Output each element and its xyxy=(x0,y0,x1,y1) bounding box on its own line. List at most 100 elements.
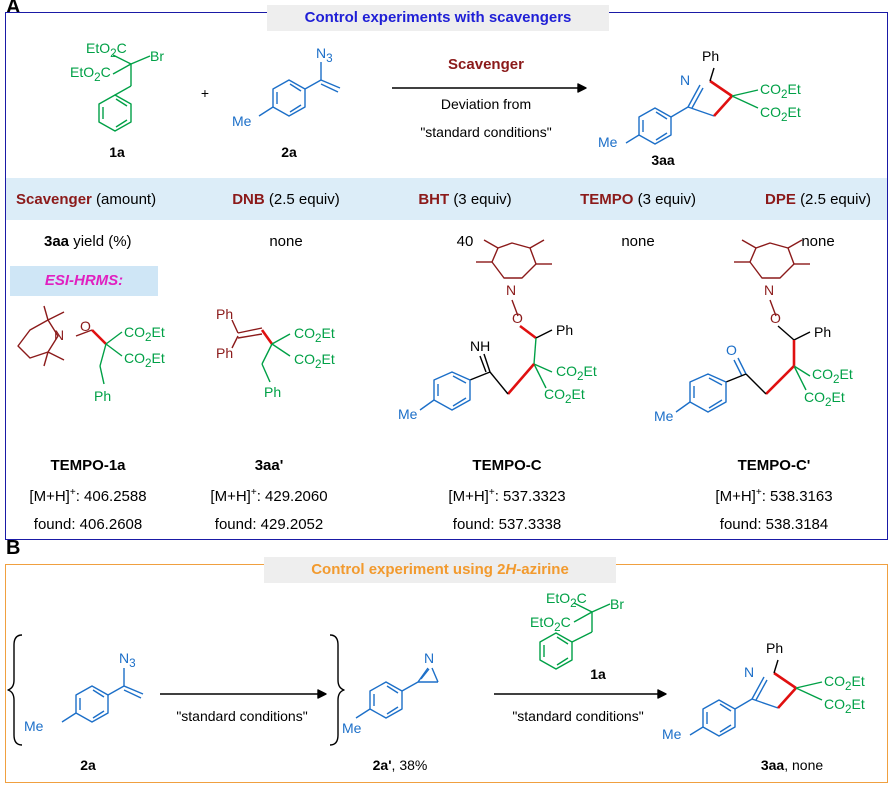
label-nh-tempo-c: NH xyxy=(470,338,491,354)
structure-tempo-c-prime xyxy=(675,239,811,413)
structure-3aa-b xyxy=(689,659,823,737)
label-n-3aa: N xyxy=(680,72,691,88)
label-n-3aa-b: N xyxy=(744,664,755,680)
compound-calc-3aa-prime: [M+H]+: 429.2060 xyxy=(210,487,328,505)
label-eto2c-2: EtO2C xyxy=(70,64,111,84)
label-ph-tempo-c-prime: Ph xyxy=(814,324,832,340)
label-co2et-tempo-1a-1: CO2Et xyxy=(124,324,165,344)
arrow-standard-label: "standard conditions" xyxy=(420,124,552,140)
label-co2et-tempo-1a-2: CO2Et xyxy=(124,350,165,370)
compound-name-tempo-c-prime: TEMPO-C' xyxy=(737,457,811,474)
structure-2a-prime xyxy=(355,667,439,719)
label-eto2c-b-1: EtO2C xyxy=(546,590,587,610)
label-o-tempo-1a: O xyxy=(80,318,91,334)
label-n3-2a: N3 xyxy=(316,45,333,65)
label-co2et-tempo-c-prime-2: CO2Et xyxy=(804,389,845,409)
compound-name-tempo-c: TEMPO-C xyxy=(472,457,542,474)
compound-found-tempo-c-prime: found: 538.3184 xyxy=(719,516,829,533)
structure-2a-b xyxy=(61,668,144,723)
label-o-tempo-c-prime: O xyxy=(770,310,781,326)
label-me-3aa: Me xyxy=(598,134,618,150)
structure-3aa-a xyxy=(625,67,759,145)
label-co2et-3aa-prime-1: CO2Et xyxy=(294,325,335,345)
label-co2et-3aa-2: CO2Et xyxy=(760,104,801,124)
label-br-1a: Br xyxy=(150,48,164,64)
table-header-bht: BHT (3 equiv) xyxy=(418,191,512,208)
label-3aa: 3aa xyxy=(651,152,675,168)
yield-dnb: none xyxy=(269,233,303,250)
compound-calc-tempo-1a: [M+H]+: 406.2588 xyxy=(29,487,147,505)
label-br-1a-b: Br xyxy=(610,596,624,612)
label-me-2a-prime: Me xyxy=(342,720,362,736)
label-2a-prime: 2a', 38% xyxy=(372,757,428,773)
label-1a: 1a xyxy=(109,144,125,160)
table-header-dpe: DPE (2.5 equiv) xyxy=(765,191,871,208)
label-n-azirine: N xyxy=(424,650,435,666)
compound-name-tempo-1a: TEMPO-1a xyxy=(50,457,126,474)
arrow2-label: "standard conditions" xyxy=(512,708,644,724)
label-2a-b: 2a xyxy=(80,757,96,773)
label-co2et-tempo-c-prime-1: CO2Et xyxy=(812,366,853,386)
label-n-tempo-1a: N xyxy=(54,327,65,343)
label-ph-3aa-prime-3: Ph xyxy=(264,384,282,400)
label-co2et-3aa-1: CO2Et xyxy=(760,81,801,101)
arrow-deviation-label: Deviation from xyxy=(440,96,532,112)
panel-a-title: Control experiments with scavengers xyxy=(267,5,609,31)
label-me-2a: Me xyxy=(232,113,252,129)
table-header-scavenger: Scavenger (amount) xyxy=(16,191,157,208)
label-2a: 2a xyxy=(281,144,297,160)
label-n-tempo-c: N xyxy=(506,282,517,298)
esi-hrms-label: ESI-HRMS: xyxy=(44,272,124,289)
structure-tempo-c xyxy=(419,239,553,411)
label-ph-tempo-c: Ph xyxy=(556,322,574,338)
label-me-2a-b: Me xyxy=(24,718,44,734)
compound-name-3aa-prime: 3aa' xyxy=(254,457,284,474)
table-row-label: 3aa yield (%) xyxy=(44,233,132,250)
label-ph-3aa: Ph xyxy=(702,48,720,64)
plus-sign: + xyxy=(200,85,210,101)
label-me-tempo-c: Me xyxy=(398,406,418,422)
arrow-scavenger-label: Scavenger xyxy=(448,56,524,73)
compound-found-tempo-c: found: 537.3338 xyxy=(452,516,562,533)
yield-bht: 40 xyxy=(456,233,474,250)
label-co2et-3aa-prime-2: CO2Et xyxy=(294,351,335,371)
structure-3aa-prime xyxy=(231,319,291,383)
panel-a-letter: A xyxy=(6,0,21,18)
yield-tempo: none xyxy=(621,233,655,250)
table-header-dnb: DNB (2.5 equiv) xyxy=(232,191,340,208)
label-eto2c-1: EtO2C xyxy=(86,40,127,60)
label-ph-tempo-1a: Ph xyxy=(94,388,112,404)
structure-2a xyxy=(258,62,341,117)
compound-found-3aa-prime: found: 429.2052 xyxy=(214,516,324,533)
label-me-tempo-c-prime: Me xyxy=(654,408,674,424)
panel-b-title: Control experiment using 2H-azirine xyxy=(264,557,616,583)
label-co2et-3aa-b-2: CO2Et xyxy=(824,696,865,716)
arrow1-label: "standard conditions" xyxy=(176,708,308,724)
label-o-tempo-c: O xyxy=(512,310,523,326)
label-o-ketone-tempo-c-prime: O xyxy=(726,342,737,358)
compound-calc-tempo-c-prime: [M+H]+: 538.3163 xyxy=(715,487,833,505)
panel-b-letter: B xyxy=(6,537,21,559)
label-n-tempo-c-prime: N xyxy=(764,282,775,298)
table-header-tempo: TEMPO (3 equiv) xyxy=(580,191,696,208)
compound-found-tempo-1a: found: 406.2608 xyxy=(33,516,143,533)
yield-dpe: none xyxy=(801,233,835,250)
label-ph-3aa-prime-1: Ph xyxy=(216,306,234,322)
esi-label-box xyxy=(10,266,158,296)
label-ph-3aa-b: Ph xyxy=(766,640,784,656)
label-n3-2a-b: N3 xyxy=(119,650,136,670)
compound-calc-tempo-c: [M+H]+: 537.3323 xyxy=(448,487,566,505)
structure-tempo-1a xyxy=(17,305,123,385)
label-co2et-tempo-c-2: CO2Et xyxy=(544,386,585,406)
label-3aa-b: 3aa, none xyxy=(760,757,824,773)
label-co2et-tempo-c-1: CO2Et xyxy=(556,363,597,383)
structure-1a-b xyxy=(539,602,611,670)
structure-1a xyxy=(98,54,151,132)
label-eto2c-b-2: EtO2C xyxy=(530,614,571,634)
table-header-band xyxy=(6,178,887,220)
label-1a-b: 1a xyxy=(590,666,606,682)
label-me-3aa-b: Me xyxy=(662,726,682,742)
label-ph-3aa-prime-2: Ph xyxy=(216,345,234,361)
label-co2et-3aa-b-1: CO2Et xyxy=(824,673,865,693)
